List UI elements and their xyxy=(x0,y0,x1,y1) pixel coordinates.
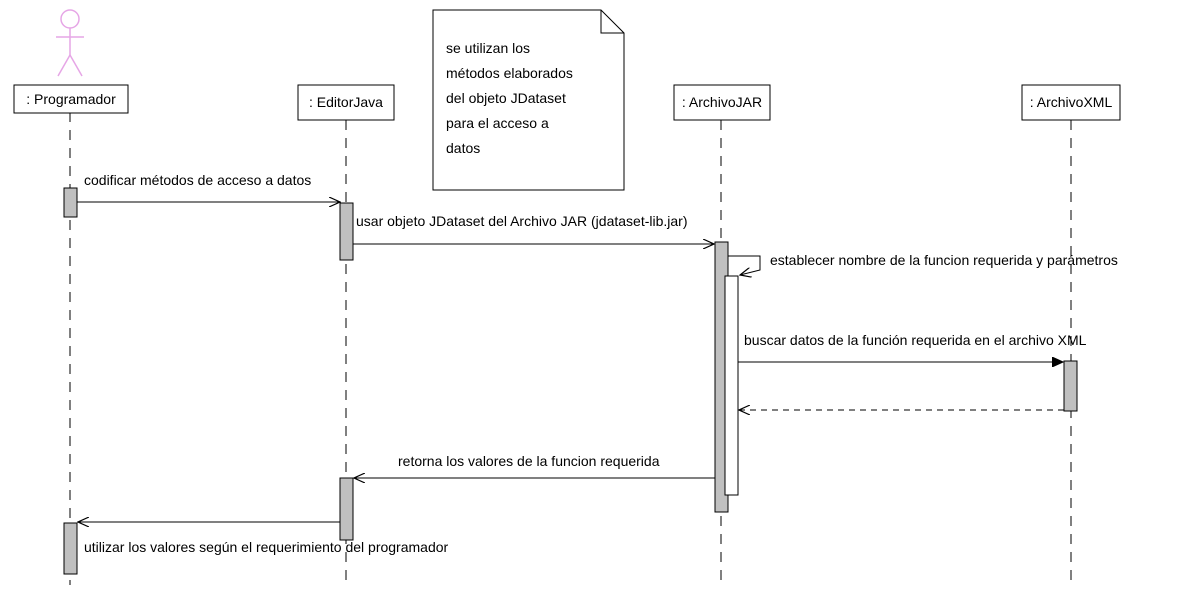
message-buscar-datos[interactable]: buscar datos de la función requerida en … xyxy=(738,332,1087,362)
participant-label: : ArchivoXML xyxy=(1030,94,1113,110)
participant-programador[interactable]: : Programador xyxy=(13,84,129,114)
note-line: se utilizan los xyxy=(446,40,530,56)
message-label: usar objeto JDataset del Archivo JAR (jd… xyxy=(356,213,687,229)
message-label: retorna los valores de la funcion requer… xyxy=(398,453,660,469)
activation-bar-editorjava-1 xyxy=(339,202,354,261)
activation-bar-editorjava-2 xyxy=(339,477,354,541)
message-label: codificar métodos de acceso a datos xyxy=(84,172,311,188)
note-line: datos xyxy=(446,140,480,156)
message-arrow xyxy=(728,255,761,275)
participant-label: : ArchivoJAR xyxy=(682,94,762,110)
activation-bar-programador-1 xyxy=(63,187,78,218)
message-label: buscar datos de la función requerida en … xyxy=(744,332,1087,348)
participant-archivoxml[interactable]: : ArchivoXML xyxy=(1021,84,1121,121)
actor-icon xyxy=(56,9,84,77)
participant-label: : EditorJava xyxy=(309,94,383,110)
message-label: utilizar los valores según el requerimie… xyxy=(84,539,449,555)
note[interactable]: se utilizan los métodos elaborados del o… xyxy=(432,9,625,191)
activation-bar-archivojar-inner xyxy=(724,275,739,496)
participant-archivojar[interactable]: : ArchivoJAR xyxy=(673,84,771,121)
participant-label: : Programador xyxy=(26,91,116,107)
message-label: establecer nombre de la funcion requerid… xyxy=(770,252,1118,268)
message-retorna-valores[interactable]: retorna los valores de la funcion requer… xyxy=(354,453,715,478)
message-codificar[interactable]: codificar métodos de acceso a datos xyxy=(77,172,340,202)
activation-bar-programador-2 xyxy=(63,522,78,575)
message-establecer-nombre[interactable]: establecer nombre de la funcion requerid… xyxy=(728,252,1118,275)
activation-bar-archivoxml xyxy=(1063,360,1078,412)
participant-editorjava[interactable]: : EditorJava xyxy=(297,84,395,121)
message-usar-objeto[interactable]: usar objeto JDataset del Archivo JAR (jd… xyxy=(353,213,714,244)
note-line: del objeto JDataset xyxy=(446,90,566,106)
note-line: métodos elaborados xyxy=(446,65,573,81)
note-line: para el acceso a xyxy=(446,115,549,131)
message-utilizar-valores[interactable]: utilizar los valores según el requerimie… xyxy=(78,522,449,555)
